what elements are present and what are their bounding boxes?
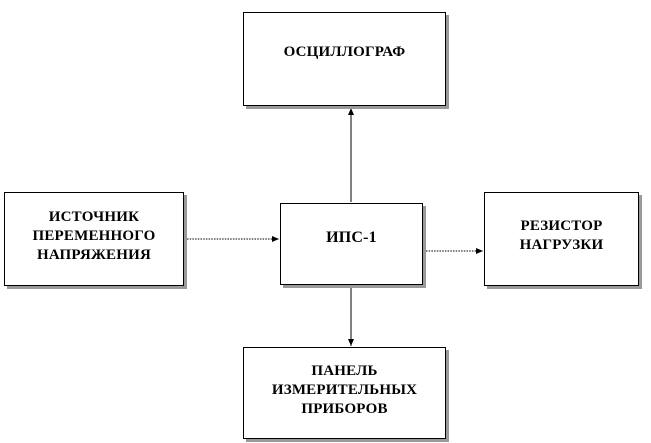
voltage-source-label: ИСТОЧНИК ПЕРЕМЕННОГО НАПРЯЖЕНИЯ bbox=[32, 208, 156, 263]
load-resistor-label: РЕЗИСТОР НАГРУЗКИ bbox=[519, 218, 604, 253]
oscillograph-label: ОСЦИЛЛОГРАФ bbox=[283, 43, 406, 60]
ips-block: ИПС-1 bbox=[280, 203, 423, 285]
ips-label: ИПС-1 bbox=[326, 228, 377, 246]
voltage-source-block: ИСТОЧНИК ПЕРЕМЕННОГО НАПРЯЖЕНИЯ bbox=[4, 192, 184, 286]
oscillograph-block: ОСЦИЛЛОГРАФ bbox=[243, 12, 446, 106]
instrument-panel-label: ПАНЕЛЬ ИЗМЕРИТЕЛЬНЫХ ПРИБОРОВ bbox=[271, 362, 418, 417]
load-resistor-block: РЕЗИСТОР НАГРУЗКИ bbox=[484, 192, 639, 286]
instrument-panel-block: ПАНЕЛЬ ИЗМЕРИТЕЛЬНЫХ ПРИБОРОВ bbox=[243, 347, 446, 439]
